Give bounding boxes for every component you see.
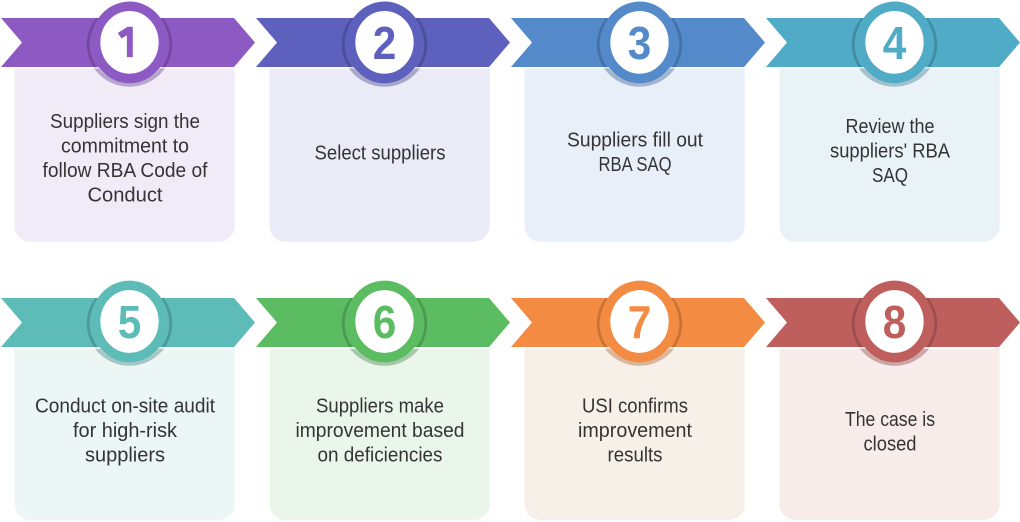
svg-text:The case is: The case is — [845, 409, 935, 431]
svg-text:3: 3 — [628, 18, 652, 69]
svg-text:SAQ: SAQ — [872, 165, 908, 187]
svg-text:follow RBA Code of: follow RBA Code of — [43, 160, 208, 182]
svg-text:improvement: improvement — [578, 420, 692, 442]
svg-text:8: 8 — [883, 298, 907, 349]
svg-text:Conduct: Conduct — [88, 185, 163, 207]
svg-text:2: 2 — [373, 18, 397, 69]
svg-text:closed: closed — [864, 434, 917, 456]
svg-text:for high-risk: for high-risk — [73, 420, 178, 442]
svg-text:Conduct on-site audit: Conduct on-site audit — [35, 395, 215, 417]
svg-text:7: 7 — [628, 298, 652, 349]
svg-text:Select suppliers: Select suppliers — [315, 143, 446, 165]
svg-text:RBA SAQ: RBA SAQ — [599, 154, 672, 176]
svg-text:Suppliers sign the: Suppliers sign the — [50, 111, 200, 133]
svg-text:6: 6 — [373, 298, 397, 349]
svg-text:results: results — [608, 444, 663, 466]
svg-text:suppliers' RBA: suppliers' RBA — [830, 141, 951, 163]
svg-text:Suppliers make: Suppliers make — [316, 395, 444, 417]
svg-text:improvement based: improvement based — [296, 420, 465, 442]
svg-text:5: 5 — [118, 298, 142, 349]
svg-text:on deficiencies: on deficiencies — [318, 444, 443, 466]
svg-text:suppliers: suppliers — [85, 444, 165, 466]
svg-text:USI confirms: USI confirms — [582, 395, 688, 417]
svg-text:commitment to: commitment to — [61, 136, 189, 158]
svg-text:4: 4 — [883, 18, 907, 69]
svg-text:Suppliers fill out: Suppliers fill out — [567, 129, 703, 151]
svg-text:Review the: Review the — [846, 116, 935, 138]
